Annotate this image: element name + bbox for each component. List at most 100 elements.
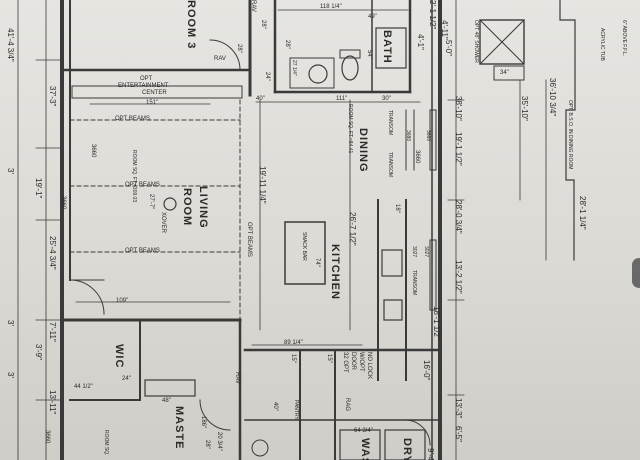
dim-89: 89 1/4" <box>284 340 303 346</box>
dim-left-7-11: 7'-11" <box>48 322 57 342</box>
note-snack-bar: SNACK BAR <box>301 232 307 261</box>
note-transom-2: TRANSOM <box>387 152 393 177</box>
dim-30: 30" <box>382 96 391 102</box>
dim-left-37-3: 37'-3" <box>48 86 57 107</box>
room-label-wic: WIC <box>113 344 125 369</box>
note-rag: RAG <box>344 398 350 412</box>
dim-left-3660-d: 3660 <box>414 150 420 164</box>
dim-18-1: 18'-1 1/2" <box>432 306 441 340</box>
note-pantry: PANTRY <box>293 400 299 420</box>
door-swing-living <box>69 279 105 315</box>
dim-36-10: 36'-10 3/4" <box>548 78 557 117</box>
note-ceiling: 6" ABOVE F.F.L. <box>621 20 627 57</box>
kitchen-island <box>284 221 326 285</box>
dim-left-3660-b: 3660 <box>60 196 66 210</box>
dim-27-7: 27'-7" <box>148 194 154 210</box>
dryer <box>384 429 426 460</box>
dim-5-0: 5'-0" <box>444 40 453 56</box>
note-entertainment-center: CENTER <box>142 90 167 96</box>
toilet-tank <box>339 49 361 59</box>
dim-28d: 28" <box>204 440 210 449</box>
room-label-wash: WASH <box>359 438 371 460</box>
room-label-living-room: ROOM <box>181 188 193 227</box>
door-swing-master <box>199 399 231 431</box>
dim-15a: 15" <box>290 354 296 363</box>
note-room-sq-master: ROOM SQ. <box>103 430 109 456</box>
dim-19-1-1-2: 19'-1 1/2" <box>454 132 463 166</box>
dim-left-25-4: 25'-4 3/4" <box>48 236 57 270</box>
note-rav-3: RAV <box>234 372 240 384</box>
dim-186: 186" <box>200 416 206 429</box>
dim-44-1-2: 44 1/2" <box>74 384 93 390</box>
dim-4-11: 4'-11" <box>440 20 449 40</box>
dim-15b: 15" <box>326 354 332 363</box>
note-rav-2: RAV <box>214 56 226 62</box>
washer <box>339 429 381 460</box>
wic-shelf <box>144 379 196 397</box>
dim-24a: 24" <box>264 72 270 81</box>
note-room-sq-dining: ROOM SQ. FT.=84.41 <box>347 104 353 154</box>
dim-28a: 28" <box>260 20 266 29</box>
note-opt-beams-mid: OPT BEAMS <box>125 182 160 188</box>
dim-28-0: 28'-0 3/4" <box>454 200 463 234</box>
note-w-opt: W/OPT <box>358 352 364 372</box>
dim-64: 64 3/4" <box>354 428 373 434</box>
room-label-dining: DINING <box>357 128 369 173</box>
stove <box>383 299 403 321</box>
note-door: DOOR <box>350 352 356 370</box>
note-opt-beams-top: OPT BEAMS <box>115 116 150 122</box>
dim-19-11: 19'-11 1/4" <box>258 166 267 204</box>
dim-40: 40" <box>256 96 265 102</box>
room-label-master: MASTE <box>173 406 185 450</box>
note-xover: XOVER <box>160 212 166 234</box>
dim-13-2: 13'-2 1/2" <box>454 260 463 294</box>
door-swing-room3 <box>209 39 241 71</box>
dim-151: 151" <box>146 100 159 106</box>
dim-left-3-9: 3'-9" <box>34 344 43 360</box>
dim-left-3b: 3' <box>6 320 15 326</box>
note-entertainment: ENTERTAINMENT <box>118 83 169 89</box>
dim-54: 54" <box>366 50 372 59</box>
dim-13-3: 13'-3" <box>454 398 463 419</box>
note-opt-32: 32 OPT <box>342 352 348 373</box>
dim-2-1: 2'-1 1/2" <box>428 0 437 30</box>
dim-109: 109" <box>116 298 129 304</box>
room-label-dry: DRY <box>401 438 413 460</box>
dim-111: 111" <box>336 96 348 102</box>
dim-6-5: 6'-5" <box>454 426 463 442</box>
dim-left-13-11: 13'-11" <box>48 390 57 415</box>
dim-28c: 28" <box>236 44 242 53</box>
dim-16-0: 16'-0" <box>422 360 431 381</box>
window-1 <box>429 109 437 171</box>
note-transom-1: TRANSOM <box>387 110 393 135</box>
dim-left-3660-c: 3660 <box>44 430 50 444</box>
note-tub: ACRYLIC TUB <box>599 28 605 61</box>
window-2 <box>429 239 437 311</box>
note-no-lock: NO LOCK <box>366 352 372 380</box>
dim-24b: 24" <box>122 376 131 382</box>
dim-left-total: 41'-4 3/4" <box>6 28 15 62</box>
dim-20-3-4: 20 3/4" <box>216 432 222 451</box>
dim-28-1: 28'-1 1/4" <box>578 196 587 230</box>
dim-left-3c: 3' <box>6 372 15 378</box>
note-opt-beams-low: OPT BEAMS <box>125 248 160 254</box>
note-rav-1: RAV <box>250 0 256 12</box>
dim-left-3660-a: 3660 <box>90 144 96 158</box>
note-opt: OPT <box>140 76 153 82</box>
room-label-bath: BATH <box>381 30 393 64</box>
note-opt-beams-kitchen: OPT BEAMS <box>246 222 252 257</box>
dim-3680: 3680 <box>405 130 411 142</box>
note-dining-bso: OPT. B.S.O. IN DINING ROOM <box>567 100 573 170</box>
note-opt-48-shower: OPT 48" SHOWER <box>473 20 479 63</box>
dim-9-4: 9'-4" <box>426 448 435 460</box>
dim-34: 34" <box>500 70 509 76</box>
page-edge-knob <box>632 258 640 288</box>
vanity <box>289 57 335 89</box>
entertainment-center <box>71 85 243 99</box>
dim-27-1-4: 27 1/4" <box>291 60 297 76</box>
dim-48: 48" <box>162 398 171 404</box>
dim-74: 74" <box>314 258 320 267</box>
dim-49: 49" <box>368 14 377 20</box>
